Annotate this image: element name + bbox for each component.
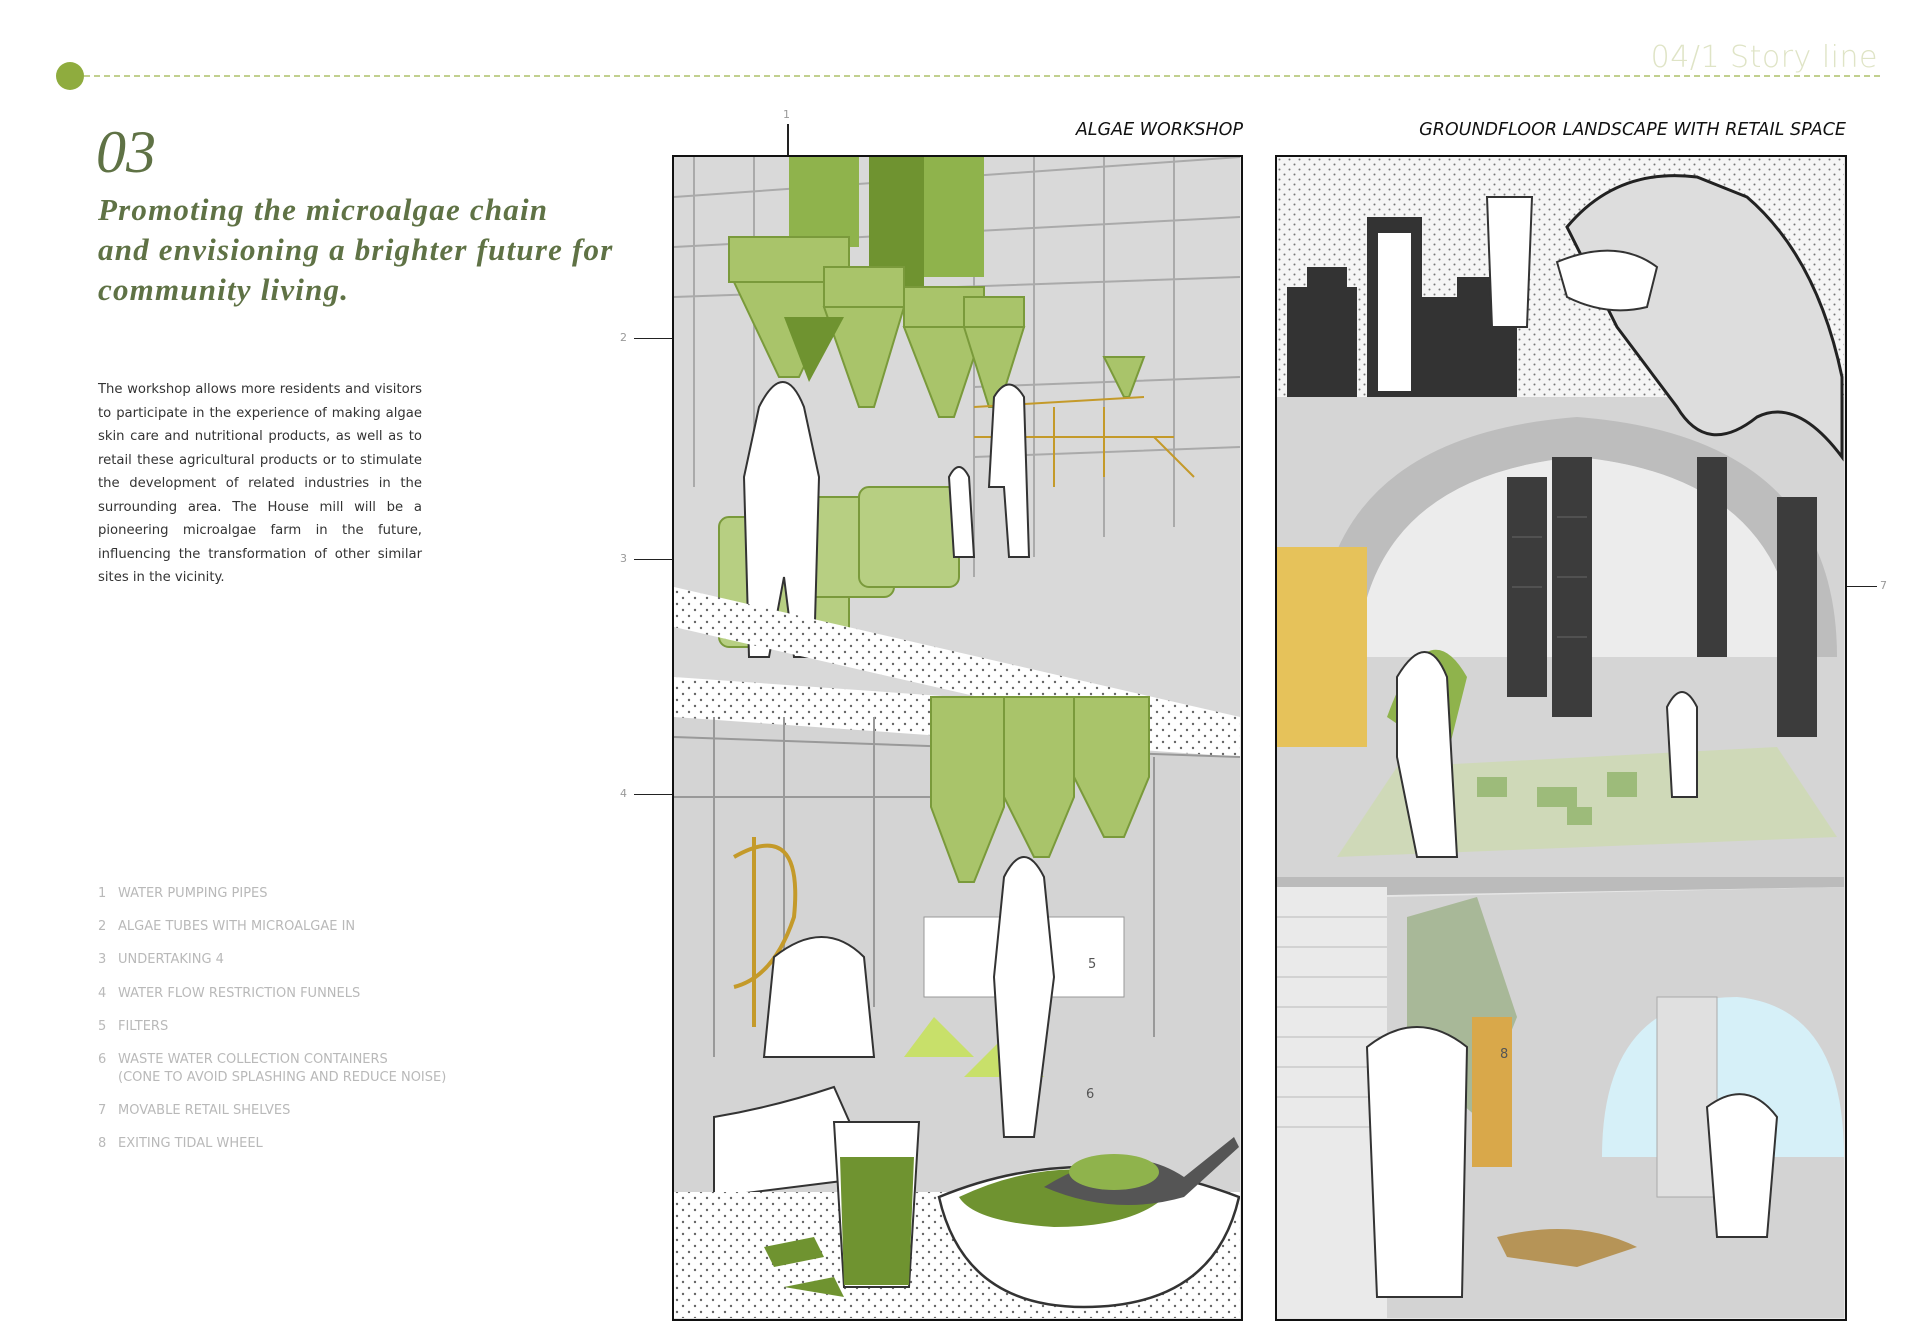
callout-number: 4 <box>620 787 627 800</box>
legend-item: 5 FILTERS <box>98 1018 518 1051</box>
legend-item: 8 EXITING TIDAL WHEEL <box>98 1135 518 1168</box>
legend-item: 4 WATER FLOW RESTRICTION FUNNELS <box>98 985 518 1018</box>
groundfloor-retail-illustration: 8 <box>1275 155 1847 1321</box>
chapter-number: 03 <box>96 119 156 185</box>
legend-text: ALGAE TUBES WITH MICROALGAE IN <box>118 919 356 935</box>
dashed-rule <box>84 75 1880 77</box>
callout-number: 7 <box>1880 579 1887 592</box>
retail-drawing <box>1277 157 1844 1318</box>
legend-item: 7 MOVABLE RETAIL SHELVES <box>98 1102 518 1135</box>
legend-number: 5 <box>98 1018 107 1034</box>
callout-number: 1 <box>783 108 790 121</box>
legend-item: 1 WATER PUMPING PIPES <box>98 885 518 918</box>
legend-text: UNDERTAKING 4 <box>118 952 224 968</box>
legend-item: 6 WASTE WATER COLLECTION CONTAINERS (CONE … <box>98 1051 518 1102</box>
panel-title-algae-workshop: ALGAE WORKSHOP <box>1075 120 1243 140</box>
timeline-dot <box>56 62 84 90</box>
legend-text: (CONE TO AVOID SPLASHING AND REDUCE NOIS… <box>118 1069 447 1085</box>
chapter-heading: Promoting the microalgae chain and envis… <box>98 190 618 310</box>
legend-text: WASTE WATER COLLECTION CONTAINERS <box>118 1051 388 1067</box>
heading-line: community living. <box>98 272 350 307</box>
legend-number: 2 <box>98 919 107 935</box>
callout-number: 8 <box>1500 1047 1509 1062</box>
heading-line: and envisioning a brighter future for <box>98 232 614 267</box>
panel-title-groundfloor: GROUNDFLOOR LANDSCAPE WITH RETAIL SPACE <box>1419 120 1846 140</box>
section-label: 04/1 Story line <box>1650 40 1878 75</box>
legend-item: 2 ALGAE TUBES WITH MICROALGAE IN <box>98 918 518 951</box>
legend-text: WATER FLOW RESTRICTION FUNNELS <box>118 985 361 1001</box>
legend-item: 3 UNDERTAKING 4 <box>98 951 518 984</box>
legend-text: MOVABLE RETAIL SHELVES <box>118 1102 291 1118</box>
legend-text: FILTERS <box>118 1018 169 1034</box>
legend-number: 3 <box>98 952 107 968</box>
legend-text: WATER PUMPING PIPES <box>118 886 268 901</box>
callout-number: 2 <box>620 331 627 344</box>
workshop-drawing <box>674 157 1241 1318</box>
legend-list: 1 WATER PUMPING PIPES 2 ALGAE TUBES WITH M… <box>98 885 518 1168</box>
callout-number: 6 <box>1086 1087 1095 1102</box>
intro-paragraph: The workshop allows more residents and v… <box>98 382 422 585</box>
legend-text: EXITING TIDAL WHEEL <box>118 1136 263 1152</box>
callout-number: 3 <box>620 552 627 565</box>
legend-number: 8 <box>98 1136 107 1152</box>
algae-workshop-illustration: 5 6 <box>672 155 1243 1321</box>
heading-line: Promoting the microalgae chain <box>98 192 549 227</box>
legend-number: 1 <box>98 886 107 901</box>
legend-number: 7 <box>98 1102 107 1118</box>
legend-number: 4 <box>98 985 107 1001</box>
legend-number: 6 <box>98 1051 107 1067</box>
callout-number: 5 <box>1088 957 1097 972</box>
